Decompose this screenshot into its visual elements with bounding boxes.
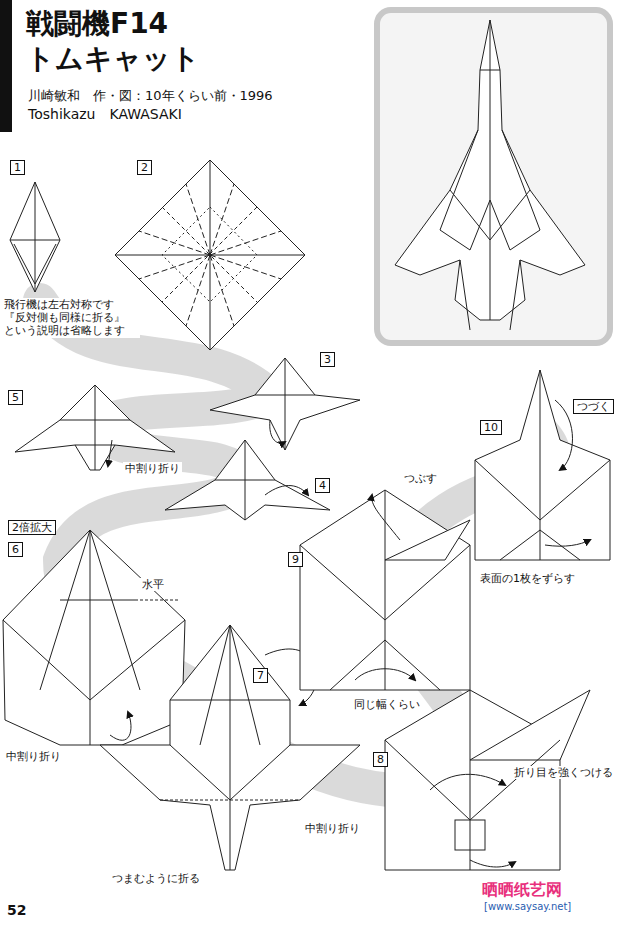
annotation: 52 bbox=[5, 902, 28, 919]
step-number: 3 bbox=[324, 353, 331, 366]
f14-model bbox=[395, 20, 585, 330]
annotation: つづく bbox=[573, 399, 614, 414]
preview-frame bbox=[377, 10, 610, 343]
annotation: 同じ幅くらい bbox=[352, 698, 422, 711]
title: 戦闘機F14 トムキャット bbox=[26, 6, 241, 76]
step-number: 8 bbox=[377, 753, 384, 766]
step-number-box: 1 bbox=[10, 160, 25, 175]
step6-figure bbox=[3, 530, 185, 745]
step5-figure bbox=[15, 385, 175, 470]
annotation: つまむように折る bbox=[110, 872, 202, 885]
step-number: 1 bbox=[14, 161, 21, 174]
step4-figure bbox=[165, 440, 330, 520]
annotation: 中割り折り bbox=[4, 750, 63, 763]
step-number-box: 2倍拡大 bbox=[8, 520, 56, 535]
step-number: 5 bbox=[12, 391, 19, 404]
step-number: 2倍拡大 bbox=[12, 521, 52, 534]
step8-figure bbox=[385, 690, 590, 870]
step-number-box: 2 bbox=[137, 160, 152, 175]
step3-figure bbox=[210, 358, 360, 450]
annotation: 表面の1枚をずらす bbox=[478, 572, 577, 585]
annotation: 中割り折り bbox=[303, 822, 362, 835]
annotation: 水平 bbox=[140, 578, 166, 591]
step-number-box: 4 bbox=[315, 478, 330, 493]
annotation: [www.saysay.net] bbox=[484, 901, 571, 913]
step-number-box: 6 bbox=[8, 542, 23, 557]
step-number: 9 bbox=[292, 553, 299, 566]
step-number: 4 bbox=[319, 479, 326, 492]
step-number: 7 bbox=[257, 669, 264, 682]
annotation: 中割り折り bbox=[123, 462, 182, 475]
step1-figure bbox=[10, 182, 60, 292]
annotation: 飛行機は左右対称です 『反対側も同様に折る』 という説明は省略します bbox=[2, 298, 140, 338]
step-number-box: 9 bbox=[288, 552, 303, 567]
step9-figure bbox=[300, 490, 470, 690]
annotation: 晒晒纸艺网 bbox=[482, 880, 562, 899]
step-number-box: 10 bbox=[480, 420, 502, 435]
step-number: 10 bbox=[484, 421, 498, 434]
step2-figure bbox=[115, 160, 305, 350]
annotation: Toshikazu KAWASAKI bbox=[26, 106, 184, 123]
step-number-box: 5 bbox=[8, 390, 23, 405]
step-number-box: 8 bbox=[373, 752, 388, 767]
annotation: つぶす bbox=[402, 472, 439, 485]
annotation: 川崎敏和 作・図：10年くらい前・1996 bbox=[26, 88, 275, 104]
title-bar bbox=[0, 0, 12, 132]
step-number-box: 3 bbox=[320, 352, 335, 367]
step-number: 2 bbox=[141, 161, 148, 174]
annotation: 折り目を強くつける bbox=[512, 766, 615, 779]
step-number-box: 7 bbox=[253, 668, 268, 683]
step-number: 6 bbox=[12, 543, 19, 556]
